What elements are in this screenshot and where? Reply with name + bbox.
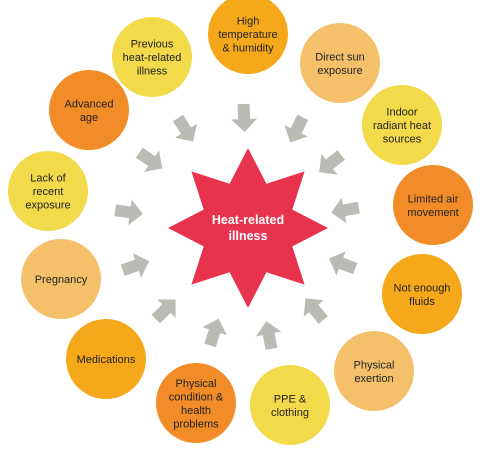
factor-label: Not enough fluids xyxy=(394,282,451,308)
factor-label: Medications xyxy=(77,354,136,366)
factor-label: PPE & clothing xyxy=(271,393,309,419)
factor-label-line: High xyxy=(237,16,260,28)
factor-label: Advanced age xyxy=(65,98,114,124)
factor-circle xyxy=(300,23,380,103)
factor-label-line: temperature xyxy=(218,29,277,41)
factor-label: Physical exertion xyxy=(354,359,395,385)
center-star-group: Heat-related illness xyxy=(168,148,328,308)
factor-label-line: heat-related xyxy=(123,52,182,64)
factor-label-line: illness xyxy=(137,66,168,78)
factor-label-line: & humidity xyxy=(222,43,274,55)
factor-label-line: Medications xyxy=(77,354,136,366)
factor-label-line: Direct sun xyxy=(315,51,365,63)
factor-circle xyxy=(362,85,442,165)
factor-label-line: clothing xyxy=(271,407,309,419)
factor-label-line: recent xyxy=(33,186,64,198)
factor-circle xyxy=(250,365,330,445)
factor-circle xyxy=(49,70,129,150)
arrow-lack-of-recent-exposure xyxy=(114,199,143,226)
arrow-medications xyxy=(151,299,176,324)
factor-label-line: health xyxy=(181,405,211,417)
arrow-pregnancy xyxy=(120,253,150,278)
factor-label: Direct sun exposure xyxy=(315,51,365,77)
factor-label-line: Indoor xyxy=(386,107,418,119)
arrows-layer xyxy=(114,103,360,350)
factor-limited-air-movement: Limited air movement xyxy=(393,165,473,245)
factor-direct-sun-exposure: Direct sun exposure xyxy=(300,23,380,103)
factor-pregnancy: Pregnancy xyxy=(21,239,101,319)
factor-label-line: Limited air xyxy=(408,193,459,205)
factor-label-line: Physical xyxy=(176,378,217,390)
factor-label-line: sources xyxy=(383,134,422,146)
factor-label-line: Pregnancy xyxy=(35,274,88,286)
factor-label-line: exposure xyxy=(25,200,70,212)
factor-physical-exertion: Physical exertion xyxy=(334,331,414,411)
factor-advanced-age: Advanced age xyxy=(49,70,129,150)
factor-label-line: exertion xyxy=(354,373,393,385)
center-label: Heat-related illness xyxy=(212,213,284,243)
center-label-line: Heat-related xyxy=(212,213,284,227)
factor-medications: Medications xyxy=(66,319,146,399)
factor-label-line: fluids xyxy=(409,296,435,308)
factor-label-line: radiant heat xyxy=(373,120,431,132)
factor-circle xyxy=(382,254,462,334)
factor-circle xyxy=(208,0,288,74)
factor-circle xyxy=(334,331,414,411)
arrow-physical-exertion xyxy=(303,298,328,324)
factor-label-line: problems xyxy=(173,418,219,430)
factor-not-enough-fluids: Not enough fluids xyxy=(382,254,462,334)
factor-label-line: Previous xyxy=(131,39,174,51)
arrow-not-enough-fluids xyxy=(328,251,358,276)
factor-label-line: condition & xyxy=(169,391,224,403)
factor-circle xyxy=(112,17,192,97)
factor-label-line: exposure xyxy=(317,65,362,77)
arrow-high-temperature-humidity xyxy=(231,103,258,132)
factor-label-line: Advanced xyxy=(65,98,114,110)
factor-circle xyxy=(393,165,473,245)
arrow-physical-condition-health-problems xyxy=(202,318,227,348)
arrow-advanced-age xyxy=(135,147,163,172)
arrow-ppe-clothing xyxy=(255,321,282,350)
center-label-line: illness xyxy=(229,229,268,243)
factor-label-line: Lack of xyxy=(30,173,66,185)
arrow-previous-heat-related-illness xyxy=(172,114,198,142)
factor-label-line: movement xyxy=(407,207,458,219)
factor-label-line: PPE & xyxy=(274,393,307,405)
factor-circle xyxy=(156,363,236,443)
arrow-limited-air-movement xyxy=(331,197,360,224)
center-star xyxy=(168,148,328,308)
factor-ppe-clothing: PPE & clothing xyxy=(250,365,330,445)
factor-label-line: Physical xyxy=(354,359,395,371)
arrow-direct-sun-exposure xyxy=(284,114,309,143)
factor-label: Limited air movement xyxy=(407,193,458,219)
factor-circle xyxy=(8,151,88,231)
factor-label-line: age xyxy=(80,112,98,124)
factor-label: Pregnancy xyxy=(35,274,88,286)
factor-circle xyxy=(66,319,146,399)
factor-circle xyxy=(21,239,101,319)
arrow-indoor-radiant-heat-sources xyxy=(319,150,345,175)
factor-label-line: Not enough xyxy=(394,282,451,294)
